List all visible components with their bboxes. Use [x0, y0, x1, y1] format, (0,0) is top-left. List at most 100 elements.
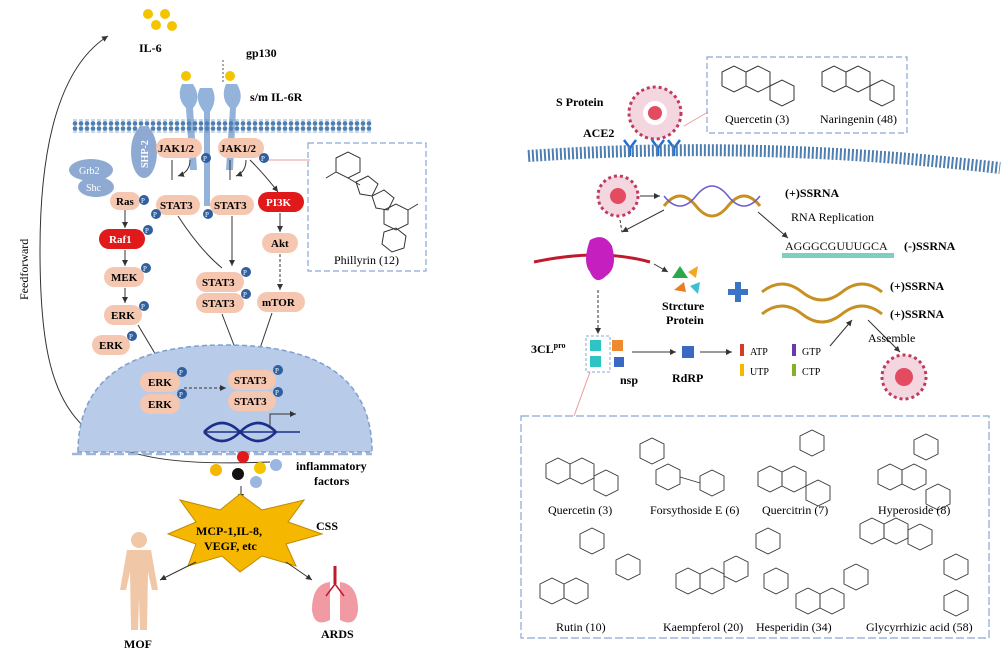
assemble-label: Assemble: [868, 331, 915, 345]
svg-text:P: P: [179, 369, 183, 377]
rna-strand-1: [662, 194, 762, 218]
stat3-label-right: STAT3: [214, 200, 247, 212]
plus-ssrna-label-3: (+)SSRNA: [890, 307, 945, 321]
compound-library-box: [520, 415, 990, 639]
stat3-label-left: STAT3: [160, 200, 193, 212]
burst-label-1: MCP-1,IL-8,: [196, 524, 262, 538]
svg-text:P: P: [143, 265, 147, 273]
ribosome: [586, 237, 614, 281]
quercetin-top-structure: [721, 65, 795, 107]
svg-text:P: P: [243, 269, 247, 277]
raf1-label: Raf1: [109, 234, 132, 246]
jak-node-right: [218, 138, 264, 158]
erk-node-1: [104, 305, 142, 325]
compound-label-8: Glycyrrhizic acid (58): [866, 620, 973, 634]
il6-label: IL-6: [139, 41, 162, 55]
pi3k-node: [258, 192, 304, 212]
stat3-nuclear-label-2: STAT3: [234, 396, 267, 408]
svg-text:P: P: [179, 391, 183, 399]
phillyrin-structure: [325, 151, 419, 253]
feedforward-label: Feedforward: [17, 239, 31, 300]
rna-strand-3: [761, 304, 883, 324]
stat3-dimer-top: [196, 272, 244, 292]
virus-particle-entry: [596, 174, 640, 218]
compound-label-3: Quercitrin (7): [762, 503, 828, 517]
naringenin-label: Naringenin (48): [820, 112, 897, 126]
rdrp-label: RdRP: [672, 371, 703, 385]
atp-label: ATP: [750, 347, 768, 358]
stat3-dimer-bottom: [196, 293, 244, 313]
virus-particle-assembled: [880, 353, 928, 401]
shc-node: [78, 177, 114, 197]
protease-label: 3CLpro: [531, 341, 566, 356]
erk-nuclear-label-2: ERK: [148, 399, 172, 411]
erk-nuclear-2: [140, 394, 180, 414]
protease-box: [585, 335, 611, 373]
plus-ssrna-label-2: (+)SSRNA: [890, 279, 945, 293]
quercetin-top-label: Quercetin (3): [725, 112, 789, 126]
phospho-badges: P P P P P P P P P P P P P P P: [127, 153, 283, 399]
mof-label: MOF: [124, 637, 152, 651]
css-label: CSS: [316, 519, 338, 533]
ards-label: ARDS: [321, 627, 354, 641]
ctp-label: CTP: [802, 367, 821, 378]
minus-ssrna-bar: [782, 253, 894, 258]
svg-text:P: P: [129, 333, 133, 341]
stat3-nuclear-1: [228, 370, 276, 390]
compound-structures: [539, 429, 969, 617]
ras-node: [110, 192, 140, 210]
cytokine-dots: [210, 451, 282, 488]
phillyrin-label: Phillyrin (12): [334, 253, 399, 267]
nsp-label: nsp: [620, 373, 638, 387]
stat3-nuclear-label-1: STAT3: [234, 375, 267, 387]
inflammatory-label-1: inflammatory: [296, 459, 367, 473]
compound-label-2: Forsythoside E (6): [650, 503, 739, 517]
compound-label-1: Quercetin (3): [548, 503, 612, 517]
cytokine-storm-burst: [166, 493, 324, 573]
svg-text:P: P: [203, 155, 207, 163]
akt-label: Akt: [271, 238, 289, 250]
svg-text:P: P: [261, 155, 265, 163]
mek-label: MEK: [111, 272, 138, 284]
human-body-icon: [120, 532, 158, 630]
gtp-label: GTP: [802, 347, 821, 358]
svg-text:P: P: [275, 367, 279, 375]
svg-text:P: P: [141, 197, 145, 205]
svg-text:P: P: [275, 389, 279, 397]
structure-label-2: Protein: [666, 313, 704, 327]
stat3-dimer-bottom-label: STAT3: [202, 298, 235, 310]
nucleus: [77, 344, 373, 453]
stat3-node-right: [210, 195, 254, 215]
jak-label-left: JAK1/2: [158, 143, 195, 155]
burst-label-2: VEGF, etc: [204, 539, 258, 553]
rna-strand-2: [761, 282, 883, 302]
erk-nuclear-1: [140, 372, 180, 392]
stat3-node-left: [156, 195, 200, 215]
sequence-label: AGGGCGUUUGCA: [785, 239, 888, 253]
ace2-label: ACE2: [583, 126, 614, 140]
erk-node-2: [92, 335, 130, 355]
jak-label-right: JAK1/2: [220, 143, 257, 155]
naringenin-structure: [821, 65, 895, 107]
receptor-label: s/m IL-6R: [250, 90, 303, 104]
erk-label-2: ERK: [99, 340, 123, 352]
phillyrin-box: [307, 142, 427, 272]
akt-node: [262, 233, 298, 253]
compound-inhibition-line: [573, 371, 591, 417]
gp130-label: gp130: [246, 46, 277, 60]
shp2-label: SHP-2: [140, 140, 151, 168]
cell-membrane-right: [527, 144, 1001, 174]
mtor-node: [257, 292, 305, 312]
jak-node-left: [156, 138, 202, 158]
feedforward-arrow: [39, 35, 271, 464]
lungs-icon: [312, 566, 358, 623]
svg-text:P: P: [141, 303, 145, 311]
utp-label: UTP: [750, 367, 769, 378]
compound-label-6: Kaempferol (20): [663, 620, 743, 634]
grb2-label: Grb2: [79, 166, 100, 177]
virus-particle-top: [627, 85, 683, 141]
compound-label-7: Hesperidin (34): [756, 620, 832, 634]
plus-icon: [728, 282, 748, 302]
